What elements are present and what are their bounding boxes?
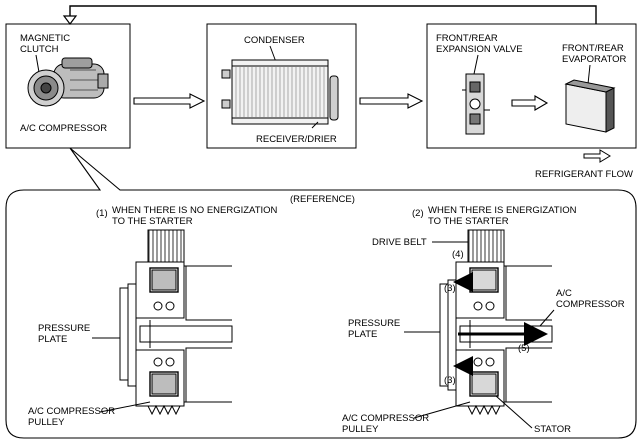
left-heading-1: WHEN THERE IS NO ENERGIZATION bbox=[112, 205, 278, 216]
condenser-box: CONDENSER RECEIVER/DRIER bbox=[206, 23, 357, 149]
evaporator-label-1: FRONT/REAR bbox=[562, 43, 624, 54]
clutch-engaged-diagram: (2) WHEN THERE IS ENERGIZATION TO THE ST… bbox=[342, 205, 625, 435]
receiver-drier-icon bbox=[329, 75, 339, 121]
right-heading-2: TO THE STARTER bbox=[428, 216, 509, 227]
left-shaft bbox=[139, 325, 233, 343]
flow-arrow-1 bbox=[133, 93, 206, 109]
right-plate-label-1: PRESSURE bbox=[348, 318, 400, 329]
right-pulley-teeth bbox=[467, 404, 501, 416]
expansion-valve-label-2: EXPANSION VALVE bbox=[436, 44, 523, 55]
compressor-box: MAGNETIC CLUTCH A/C COMPRESSOR bbox=[5, 23, 131, 149]
flow-arrow-3 bbox=[511, 95, 549, 111]
right-pulley-label-1: A/C COMPRESSOR bbox=[342, 413, 429, 424]
drive-belt-label: DRIVE BELT bbox=[372, 237, 427, 248]
left-plate-label-2: PLATE bbox=[38, 334, 67, 345]
magnetic-clutch-label-2: CLUTCH bbox=[20, 44, 59, 55]
callout-5: (5) bbox=[518, 343, 530, 354]
callout-4: (4) bbox=[452, 249, 464, 260]
refrigerant-flow-legend: REFRIGERANT FLOW bbox=[535, 149, 633, 180]
compressor-label: A/C COMPRESSOR bbox=[20, 123, 107, 134]
legend-arrow-icon bbox=[583, 149, 611, 163]
return-flow-line bbox=[69, 5, 597, 24]
magnetic-clutch-label-1: MAGNETIC bbox=[20, 33, 70, 44]
callout-3-upper: (3) bbox=[444, 283, 456, 294]
callout-3-lower: (3) bbox=[444, 375, 456, 386]
reference-callout-frame bbox=[5, 147, 637, 439]
reference-title: (REFERENCE) bbox=[290, 194, 355, 205]
return-flow-arrowhead bbox=[62, 15, 78, 25]
clutch-disengaged-diagram: (1) WHEN THERE IS NO ENERGIZATION TO THE… bbox=[28, 205, 278, 428]
legend-label: REFRIGERANT FLOW bbox=[535, 169, 633, 180]
condenser-fins bbox=[235, 67, 325, 117]
receiver-drier-label: RECEIVER/DRIER bbox=[256, 134, 337, 145]
expansion-valve-label-1: FRONT/REAR bbox=[436, 33, 498, 44]
condenser-label: CONDENSER bbox=[244, 35, 305, 46]
right-drive-belt bbox=[467, 229, 505, 267]
left-pulley-teeth bbox=[147, 404, 181, 416]
left-number: (1) bbox=[96, 208, 108, 219]
stator-label: STATOR bbox=[534, 424, 571, 435]
right-compressor-label-1: A/C bbox=[556, 288, 572, 299]
left-pulley-label-2: PULLEY bbox=[28, 417, 65, 428]
left-pulley-label-1: A/C COMPRESSOR bbox=[28, 406, 115, 417]
right-compressor-label-2: COMPRESSOR bbox=[556, 299, 625, 310]
flow-arrow-2 bbox=[359, 93, 424, 109]
left-drive-belt bbox=[147, 229, 185, 267]
evaporator-box: FRONT/REAR EXPANSION VALVE FRONT/REAR EV… bbox=[426, 23, 637, 149]
right-heading-1: WHEN THERE IS ENERGIZATION bbox=[428, 205, 577, 216]
evaporator-icon bbox=[564, 79, 616, 133]
right-pulley-label-2: PULLEY bbox=[342, 424, 379, 435]
right-number: (2) bbox=[412, 208, 424, 219]
left-plate-label-1: PRESSURE bbox=[38, 323, 90, 334]
evaporator-label-2: EVAPORATOR bbox=[562, 54, 627, 65]
right-plate-label-2: PLATE bbox=[348, 329, 377, 340]
expansion-valve-icon bbox=[462, 73, 490, 135]
compressor-icon bbox=[27, 57, 109, 107]
left-heading-2: TO THE STARTER bbox=[112, 216, 193, 227]
